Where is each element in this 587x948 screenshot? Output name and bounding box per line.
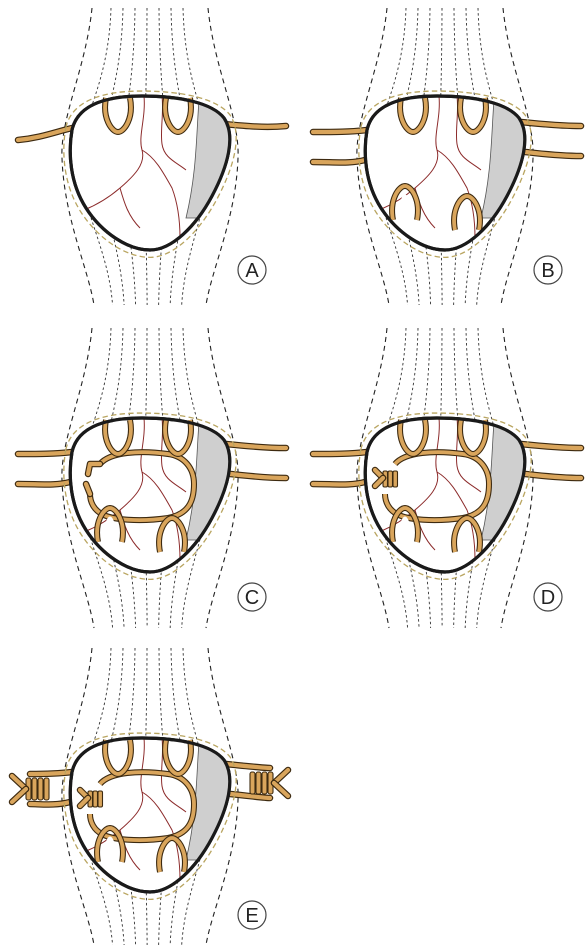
- inner-knot: [80, 790, 103, 807]
- inner-knot: [375, 470, 398, 487]
- panels-layer: A B C D E: [12, 8, 581, 945]
- left-upper-strand: [313, 130, 367, 132]
- right-knot-tail-lower: [274, 783, 288, 796]
- left-knot-tail-lower: [12, 789, 26, 802]
- right-outer-knot: [250, 770, 288, 796]
- panel-label-text: C: [245, 587, 259, 609]
- panel-label-c: C: [238, 583, 266, 611]
- right-lower-strand: [230, 474, 286, 478]
- panel-label-text: D: [541, 587, 555, 609]
- panel-label-text: B: [541, 260, 554, 282]
- panel-label-a: A: [238, 256, 266, 284]
- right-upper-strand: [226, 764, 270, 768]
- right-lower-strand: [525, 474, 581, 478]
- right-lower-strand: [525, 152, 581, 156]
- left-outer-knot: [12, 776, 49, 802]
- panel-label-b: B: [534, 256, 562, 284]
- right-strand: [224, 124, 286, 127]
- panel-e: E: [12, 648, 288, 945]
- right-lower-strand: [230, 794, 270, 798]
- left-upper-strand: [313, 452, 367, 454]
- panel-label-text: A: [245, 260, 259, 282]
- left-lower-strand: [313, 482, 365, 485]
- left-upper-strand: [18, 452, 72, 454]
- right-upper-strand: [226, 444, 286, 448]
- panel-c: C: [18, 328, 286, 628]
- right-upper-strand: [521, 444, 581, 448]
- panel-b: B: [313, 8, 581, 305]
- panel-d: D: [313, 328, 581, 628]
- panel-label-text: E: [245, 905, 258, 927]
- panel-a: A: [18, 8, 286, 305]
- patella-fragment: [70, 730, 250, 892]
- left-lower-strand: [313, 160, 365, 163]
- patella-fragment: [365, 88, 545, 250]
- panel-label-d: D: [534, 583, 562, 611]
- loop-end-lower: [86, 484, 90, 494]
- patella-fragment: [365, 410, 545, 572]
- right-upper-strand: [521, 122, 581, 126]
- panel-label-e: E: [238, 901, 266, 929]
- patella-fragment: [70, 88, 250, 250]
- patella-fragment: [70, 410, 250, 572]
- left-lower-strand: [18, 482, 70, 485]
